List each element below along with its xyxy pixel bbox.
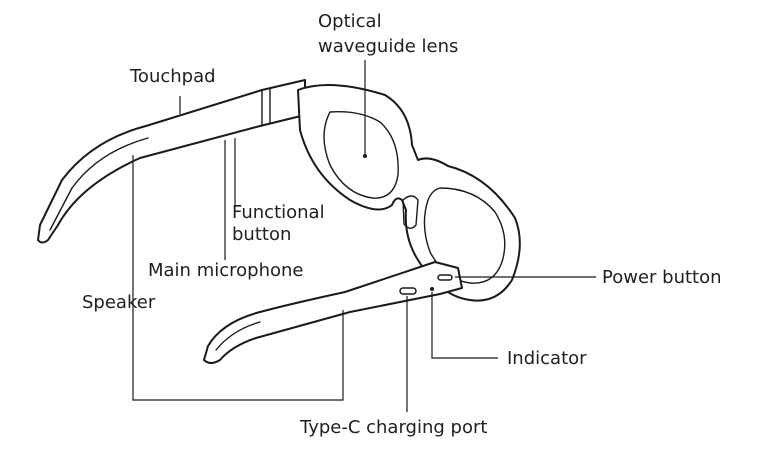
label-type-c-charging-port: Type-C charging port xyxy=(299,417,487,438)
indicator-dot xyxy=(430,287,434,291)
label-indicator: Indicator xyxy=(507,348,587,369)
label-optical-line1: Optical xyxy=(318,11,382,32)
type-c-port-shape xyxy=(400,288,416,294)
label-power-button: Power button xyxy=(602,267,722,288)
label-functional-line2: button xyxy=(232,224,291,245)
label-speaker: Speaker xyxy=(82,292,156,313)
power-button-shape xyxy=(438,275,452,280)
label-main-microphone: Main microphone xyxy=(148,260,303,281)
label-touchpad: Touchpad xyxy=(129,66,216,87)
glasses-front-frame xyxy=(298,85,520,301)
labels: Optical waveguide lens Touchpad Function… xyxy=(82,11,722,438)
label-functional-line1: Functional xyxy=(232,202,325,223)
label-optical-line2: waveguide lens xyxy=(318,36,458,57)
